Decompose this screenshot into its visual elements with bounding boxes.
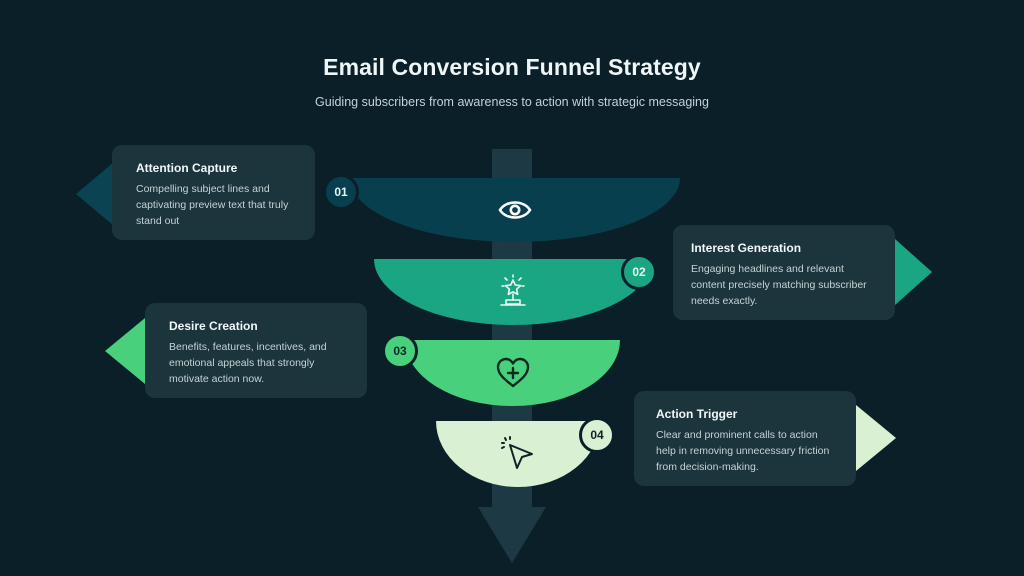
- stage-description: Clear and prominent calls to action help…: [656, 429, 830, 473]
- stage-title: Attention Capture: [136, 161, 238, 175]
- down-arrow-icon: [478, 507, 546, 563]
- stage-description: Engaging headlines and relevant content …: [691, 263, 867, 307]
- stage-number-badge-3: 03: [382, 333, 418, 369]
- funnel-layer-1: [350, 178, 680, 242]
- stage-description: Compelling subject lines and captivating…: [136, 183, 289, 227]
- stage-description: Benefits, features, incentives, and emot…: [169, 341, 327, 385]
- pointer-left-stage-1: [76, 162, 114, 226]
- eye-icon: [498, 201, 532, 219]
- stage-title: Action Trigger: [656, 407, 738, 421]
- trophy-star-icon: [500, 274, 526, 306]
- stage-card-4: Action Trigger Clear and prominent calls…: [634, 391, 856, 486]
- stage-title: Interest Generation: [691, 241, 802, 255]
- heart-plus-icon: [496, 357, 529, 388]
- funnel-layer-3: [405, 340, 620, 406]
- page-title: Email Conversion Funnel Strategy: [323, 54, 701, 80]
- stage-number-badge-1: 01: [323, 174, 359, 210]
- stage-title: Desire Creation: [169, 319, 258, 333]
- funnel-layer-2: [374, 259, 652, 325]
- page-subtitle: Guiding subscribers from awareness to ac…: [315, 95, 709, 109]
- pointer-left-stage-3: [105, 318, 145, 384]
- funnel-layer-4: [436, 421, 600, 487]
- pointer-right-stage-4: [856, 405, 896, 471]
- stage-number-badge-2: 02: [621, 254, 657, 290]
- stage-number-badge-4: 04: [579, 417, 615, 453]
- pointer-right-stage-2: [895, 239, 932, 305]
- stage-card-2: Interest Generation Engaging headlines a…: [673, 225, 895, 320]
- stage-card-1: Attention Capture Compelling subject lin…: [112, 145, 315, 240]
- cursor-click-icon: [501, 436, 533, 469]
- stage-card-3: Desire Creation Benefits, features, ince…: [145, 303, 367, 398]
